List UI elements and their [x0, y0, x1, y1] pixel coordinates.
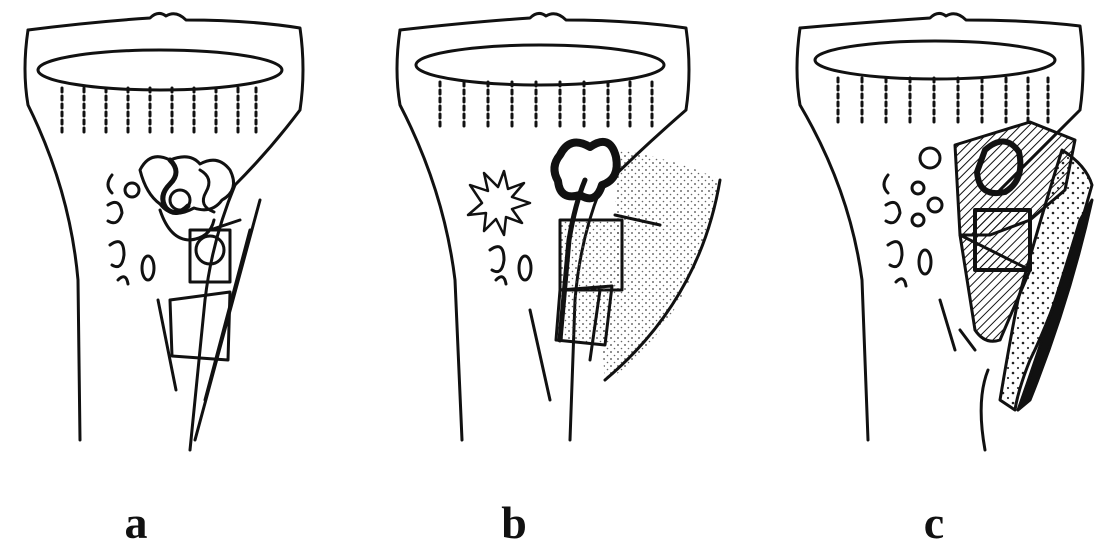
- lesion-tangle: [163, 160, 188, 213]
- panel-a-drawing: [25, 13, 303, 450]
- trabecular-loop: [108, 202, 122, 222]
- articular-oval: [38, 50, 282, 90]
- trabecular-loop: [125, 183, 139, 197]
- trabecular-loop: [888, 242, 902, 267]
- trabecular-loop: [108, 175, 112, 193]
- trabecular-loop: [490, 247, 504, 272]
- lesion-tangle: [196, 236, 224, 264]
- panel-label-a: a: [106, 498, 166, 548]
- subchondral-dashes: [440, 82, 652, 128]
- panel-label-c: c: [904, 498, 964, 548]
- bone-outline: [797, 28, 868, 440]
- lesion-tangle: [200, 170, 214, 212]
- panel-label-b: b: [484, 498, 544, 548]
- starburst: [468, 171, 530, 235]
- lesion-tangle: [554, 142, 616, 198]
- trabecular-loop: [912, 182, 924, 194]
- subchondral-dashes: [838, 78, 1048, 124]
- fixation-line: [530, 310, 550, 400]
- trabecular-loop: [919, 250, 931, 274]
- lesion-tangle: [170, 190, 190, 210]
- articular-oval: [416, 45, 664, 85]
- trabecular-loop: [884, 175, 888, 193]
- bone-outline: [397, 30, 462, 440]
- trabecular-loop: [142, 256, 154, 280]
- panel-c-drawing: [797, 13, 1092, 450]
- fixation-line: [940, 300, 955, 350]
- bone-outline: [981, 370, 988, 450]
- trabecular-loop: [896, 279, 906, 286]
- trabecular-loop: [110, 242, 124, 267]
- trabecular-loop: [519, 256, 531, 280]
- trabecular-loop: [920, 148, 940, 168]
- trabecular-loop: [912, 214, 924, 226]
- bone-outline: [25, 30, 80, 440]
- trabecular-loop: [886, 202, 900, 222]
- trabecular-loop: [496, 277, 506, 284]
- articular-oval: [815, 41, 1055, 79]
- trabecular-loop: [118, 277, 128, 284]
- fixation-line: [158, 300, 176, 390]
- trabecular-loop: [928, 198, 942, 212]
- fixation-line: [960, 330, 975, 350]
- subchondral-dashes: [62, 88, 256, 132]
- panel-b-drawing: [397, 13, 720, 440]
